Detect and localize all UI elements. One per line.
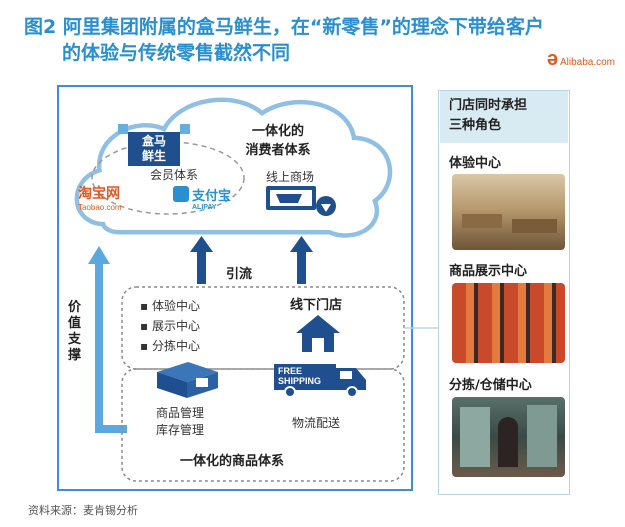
sorting-center-photo xyxy=(452,397,565,477)
source-note: 资料来源：麦肯锡分析 xyxy=(28,504,138,517)
title-line-1: 阿里集团附属的盒马鲜生，在“新零售”的理念下带给客户 xyxy=(62,16,544,38)
role-item: ▪ 体验中心 xyxy=(140,299,200,313)
free-shipping-truck-icon xyxy=(274,364,366,398)
offline-store-label: 线下门店 xyxy=(290,298,343,313)
online-mall-label: 线上商场 xyxy=(266,170,315,184)
member-system-label: 会员体系 xyxy=(150,168,199,182)
alipay-icon xyxy=(173,186,189,202)
role-display-label: 商品展示中心 xyxy=(449,264,528,279)
figure-label: 图2 xyxy=(24,16,57,38)
goods-system-title: 一体化的商品体系 xyxy=(180,454,285,469)
roles-panel-header xyxy=(440,91,568,143)
package-box-icon xyxy=(157,362,218,398)
traffic-label: 引流 xyxy=(226,267,253,282)
roles-panel-title: 门店同时承担 三种角色 xyxy=(449,98,528,133)
traffic-arrow-right xyxy=(290,236,313,284)
display-center-photo xyxy=(452,283,565,363)
figure-title: 图2 阿里集团附属的盒马鲜生，在“新零售”的理念下带给客户 的体验与传统零售截然… xyxy=(24,14,564,66)
online-mall-icon xyxy=(266,186,336,216)
alipay-logo: 支付宝 ALIPAY xyxy=(192,189,232,211)
hema-logo-icon xyxy=(118,124,190,166)
alibaba-logo-icon: ə xyxy=(546,48,558,70)
roles-panel xyxy=(438,90,570,495)
hema-logo-text: 盒马 鲜生 xyxy=(141,134,166,163)
goods-system-box xyxy=(121,368,405,482)
role-sorting-label: 分拣/仓储中心 xyxy=(449,378,532,393)
truck-text: FREE SHIPPING xyxy=(278,366,322,386)
traffic-arrow-left xyxy=(190,236,213,284)
store-roles-list: ▪ 体验中心 ▪ 展示中心 ▪ 分拣中心 xyxy=(140,296,200,356)
consumer-system-title: 一体化的 消费者体系 xyxy=(245,124,311,158)
taobao-logo: 淘宝网 Taobao.com xyxy=(78,186,122,212)
goods-management-label: 商品管理 库存管理 xyxy=(156,406,205,437)
value-support-arrow xyxy=(88,246,127,433)
value-support-label: 价值支撑 xyxy=(68,300,82,363)
role-item: ▪ 展示中心 xyxy=(140,319,200,333)
store-house-icon xyxy=(296,315,340,352)
role-item: ▪ 分拣中心 xyxy=(140,339,200,353)
role-experience-label: 体验中心 xyxy=(449,156,502,171)
diagram-frame xyxy=(57,85,413,491)
logistics-label: 物流配送 xyxy=(292,416,341,430)
experience-center-photo xyxy=(452,174,565,250)
title-line-2: 的体验与传统零售截然不同 xyxy=(62,42,291,64)
